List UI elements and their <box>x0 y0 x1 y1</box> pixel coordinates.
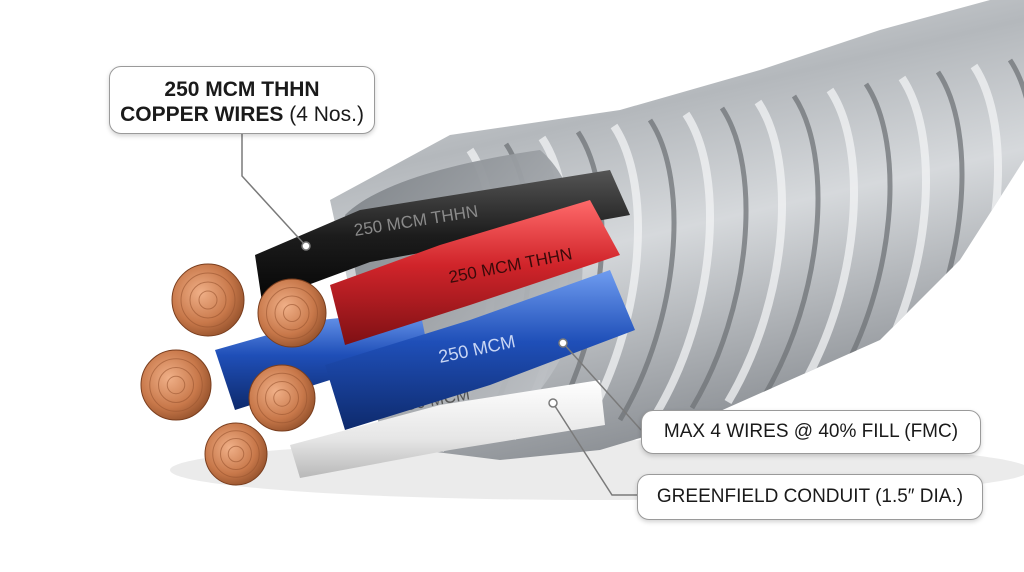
callout-greenfield-conduit: GREENFIELD CONDUIT (1.5″ DIA.) <box>637 474 983 520</box>
leader-wires <box>241 134 307 247</box>
callout-max-fill: MAX 4 WIRES @ 40% FILL (FMC) <box>641 410 981 454</box>
copper-strand-ring <box>189 281 227 319</box>
callout-wires-subtitle: COPPER WIRES (4 Nos.) <box>110 102 374 127</box>
leader-lines <box>241 134 642 496</box>
copper-ends <box>140 263 327 486</box>
copper-strand-ring <box>273 389 291 407</box>
conduit-rib <box>761 94 821 398</box>
copper-strand-ring <box>198 290 218 310</box>
wire-black: 250 MCM THHN <box>255 170 630 302</box>
copper-strand-end <box>171 263 245 337</box>
conduit-rib <box>689 106 749 410</box>
copper-strand-ring <box>274 295 310 331</box>
leader-dots <box>301 241 568 408</box>
copper-strand-ring <box>212 430 260 478</box>
callout-copper-wires: 250 MCM THHN COPPER WIRES (4 Nos.) <box>109 66 375 134</box>
conduit-rib <box>580 123 642 429</box>
copper-strand-ring <box>220 438 252 470</box>
callout-wires-title: 250 MCM THHN <box>164 78 320 101</box>
copper-strand-ring <box>265 381 299 415</box>
copper-strand-ring <box>283 304 301 322</box>
copper-strand-end <box>140 349 212 421</box>
wire-blue: 250 MCM <box>325 270 635 430</box>
conduit-rib <box>833 82 893 386</box>
copper-strand-end <box>248 364 316 432</box>
copper-strand-ring <box>180 272 236 328</box>
callout-wires-subtitle-rest: (4 Nos.) <box>283 103 364 126</box>
leader-fill <box>562 342 642 431</box>
copper-strand-end <box>257 278 327 348</box>
conduit-rib <box>652 111 714 417</box>
copper-strand-ring <box>266 287 318 339</box>
copper-strand-ring <box>158 367 194 403</box>
copper-strand-ring <box>166 375 186 395</box>
conduit-rib <box>796 87 858 393</box>
copper-strand-ring <box>227 445 245 463</box>
leader-conduit <box>552 402 637 496</box>
copper-strand-ring <box>256 372 308 424</box>
conduit-rib <box>724 99 786 405</box>
callout-wires-subtitle-bold: COPPER WIRES <box>120 103 284 126</box>
copper-strand-ring <box>149 358 203 412</box>
copper-strand-end <box>204 422 268 486</box>
conduit-rib <box>617 118 677 422</box>
